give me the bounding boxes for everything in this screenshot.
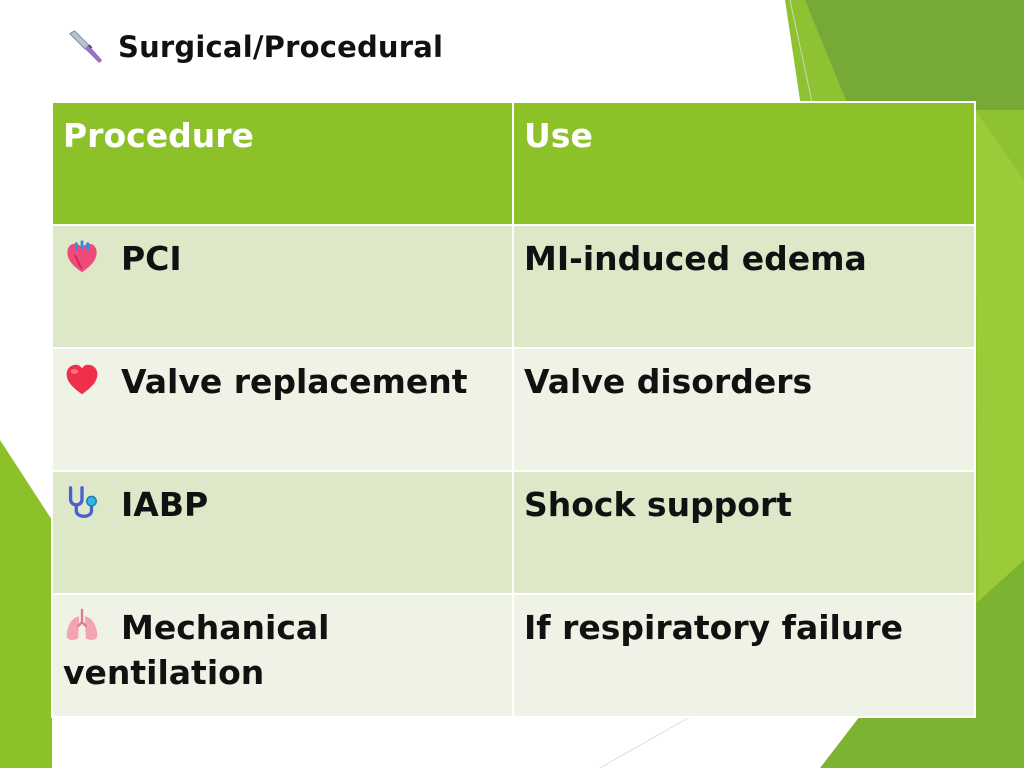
use-cell: Valve disorders	[512, 347, 976, 472]
slide-title: Surgical/Procedural	[66, 26, 443, 68]
red-heart-icon	[63, 361, 101, 399]
header-use: Use	[512, 101, 976, 226]
anatomical-heart-icon	[63, 238, 101, 276]
procedure-label: PCI	[121, 239, 182, 278]
procedures-table: Procedure Use PCI MI-induced edema	[51, 101, 976, 718]
scalpel-icon	[66, 28, 104, 66]
header-procedure: Procedure	[51, 101, 514, 226]
procedure-cell: Valve replacement	[51, 347, 514, 472]
table-row: Mechanical ventilation If respiratory fa…	[51, 593, 976, 718]
table-header-row: Procedure Use	[51, 101, 976, 226]
use-cell: If respiratory failure	[512, 593, 976, 718]
lungs-icon	[63, 607, 101, 645]
procedure-label: Valve replacement	[121, 362, 468, 401]
slide-title-text: Surgical/Procedural	[118, 30, 444, 64]
procedure-label: Mechanical ventilation	[63, 608, 330, 692]
table-row: IABP Shock support	[51, 470, 976, 595]
table-row: PCI MI-induced edema	[51, 224, 976, 349]
procedure-cell: Mechanical ventilation	[51, 593, 514, 718]
table-row: Valve replacement Valve disorders	[51, 347, 976, 472]
stethoscope-icon	[63, 484, 101, 522]
procedure-cell: IABP	[51, 470, 514, 595]
procedure-label: IABP	[121, 485, 209, 524]
procedure-cell: PCI	[51, 224, 514, 349]
use-cell: Shock support	[512, 470, 976, 595]
use-cell: MI-induced edema	[512, 224, 976, 349]
